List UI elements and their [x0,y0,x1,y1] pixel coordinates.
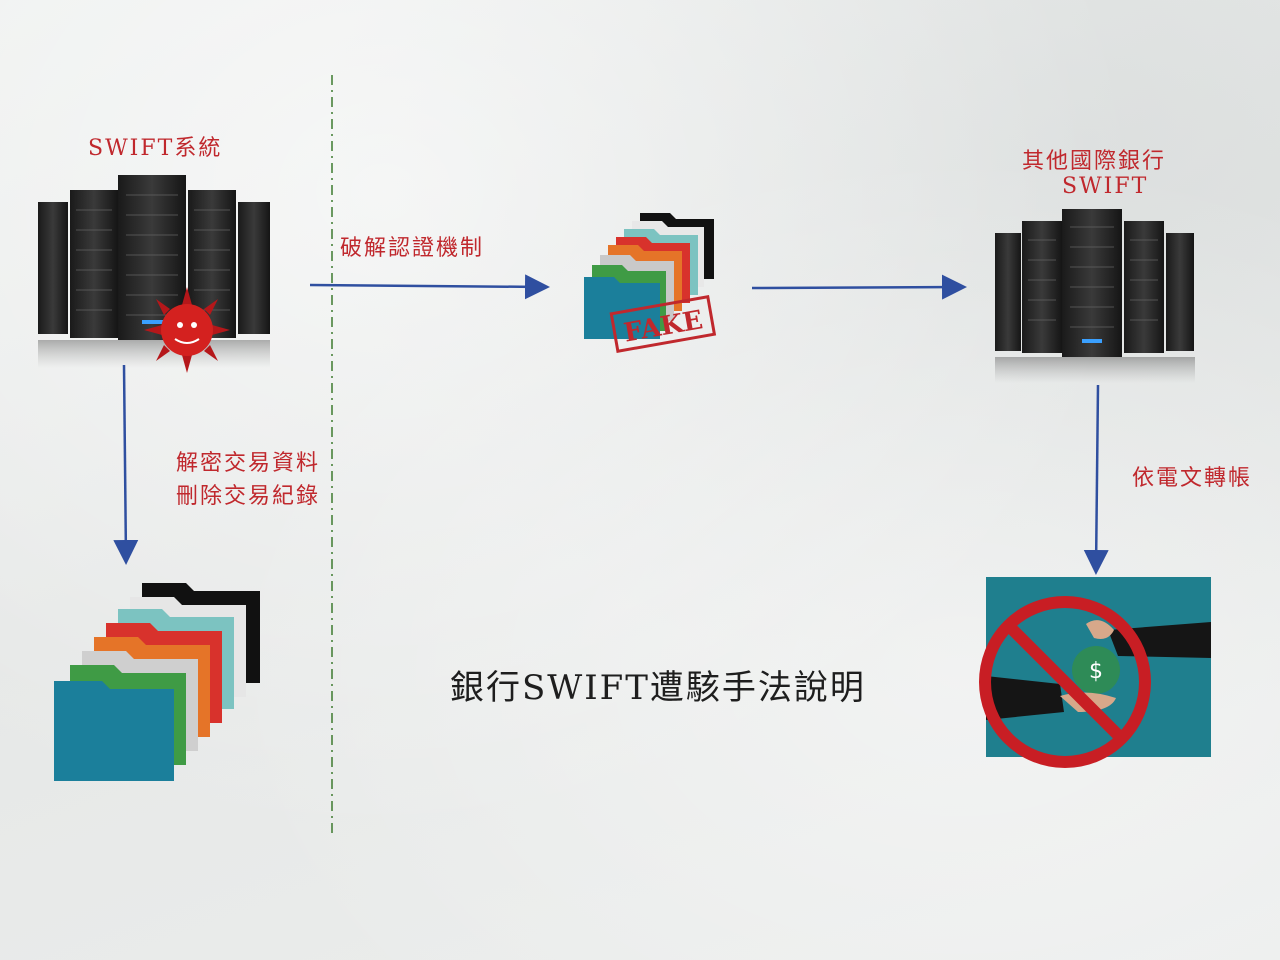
transfer-label: 依電文轉帳 [1132,466,1253,491]
arrow-to-fake-folders [309,274,550,300]
decrypt-data-label: 解密交易資料 [176,451,321,476]
arrow-to-transfer [1083,384,1109,575]
delete-records-label: 刪除交易紀錄 [176,484,321,509]
diagram-title: 銀行SWIFT遭駭手法說明 [450,668,866,708]
arrow-to-target-bank [751,274,967,300]
svg-text:$: $ [1089,659,1103,684]
target-bank-label-line2: SWIFT [1062,174,1149,199]
money-bag-icon [1072,646,1120,694]
deleted-records-folder-stack-icon [54,583,260,781]
no-bribe-icon: $ [979,577,1211,768]
arrow-to-deleted-records [113,364,139,565]
malware-bug-icon [144,287,230,373]
source-system-label: SWIFT系統 [88,136,223,161]
crack-auth-label: 破解認證機制 [340,236,485,261]
target-bank-label-line1: 其他國際銀行 [1022,149,1167,174]
divider-line [331,75,333,835]
fake-stamp-icon: FAKE [609,295,717,353]
target-server-rack-icon [995,209,1195,383]
